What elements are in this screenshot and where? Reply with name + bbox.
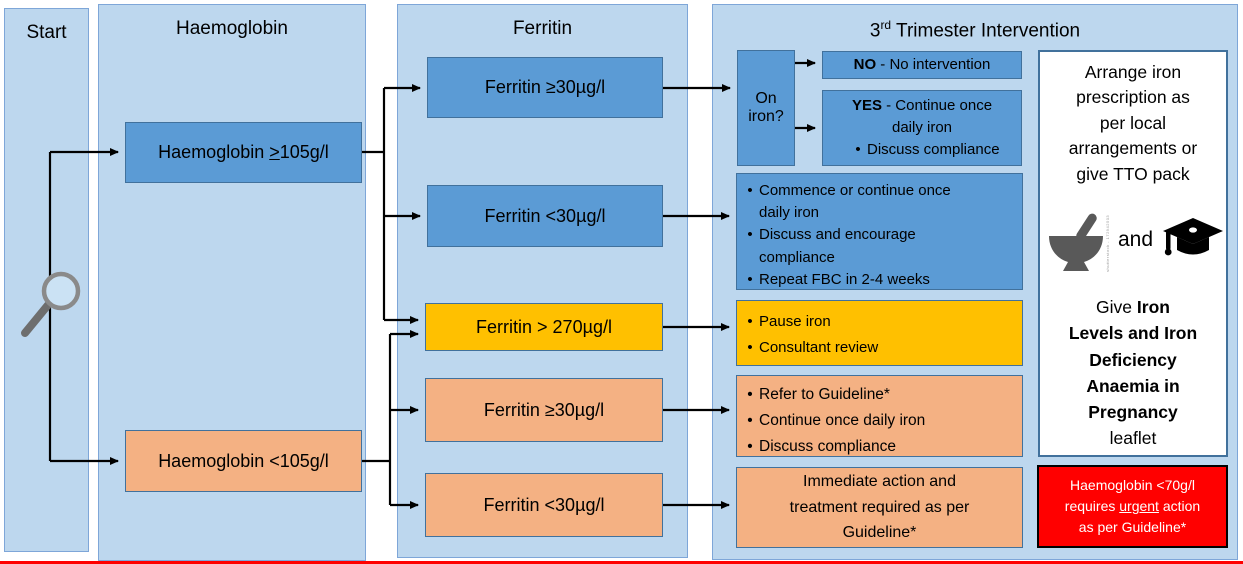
arrange-iron-leaflet-box: Arrange iron prescription as per local a… — [1038, 50, 1228, 457]
ferritin-low-blue-box: Ferritin <30µg/l — [427, 185, 663, 247]
arrange-iron-text: Arrange iron prescription as per local a… — [1068, 62, 1198, 184]
list-item: Discuss compliance — [741, 434, 1014, 460]
ferritin-high-blue-box: Ferritin ≥30µg/l — [427, 57, 663, 118]
leaflet-text: Give Iron Levels and Iron Deficiency Ana… — [1068, 297, 1198, 449]
yes-continue-box: YES - Continue once daily iron Discuss c… — [822, 90, 1022, 166]
haemoglobin-low-box: Haemoglobin <105g/l — [125, 430, 362, 492]
no-intervention-box: NO - No intervention — [822, 51, 1022, 79]
ferritin-panel-title: Ferritin — [512, 18, 573, 39]
commence-iron-box: Commence or continue once daily iron Dis… — [736, 173, 1023, 290]
title-superscript: rd — [880, 18, 892, 32]
refer-guideline-box: Refer to Guideline* Continue once daily … — [736, 375, 1023, 457]
list-item: Refer to Guideline* — [741, 382, 1014, 408]
intervention-panel-title: 3rd Trimester Intervention — [869, 18, 1081, 42]
on-iron-box: On iron? — [737, 50, 795, 166]
and-label: and — [1118, 228, 1154, 251]
ferritin-low-orange-box: Ferritin <30µg/l — [425, 473, 663, 537]
pause-iron-box: Pause iron Consultant review — [736, 300, 1023, 366]
mortar-pestle-icon — [1049, 213, 1103, 271]
watermark-text: shutterstock - 172942503 — [1105, 214, 1110, 272]
graduation-cap-icon — [1163, 218, 1223, 256]
start-panel: Start — [4, 8, 89, 552]
haemoglobin-panel-title: Haemoglobin — [176, 18, 288, 39]
ferritin-high-orange-box: Ferritin ≥30µg/l — [425, 378, 663, 442]
urgent-action-box: Haemoglobin <70g/l requires urgent actio… — [1037, 465, 1228, 548]
immediate-action-box: Immediate action and treatment required … — [736, 467, 1023, 548]
list-item: Pause iron — [741, 309, 1014, 335]
ferritin-overload-box: Ferritin > 270µg/l — [425, 303, 663, 351]
ge-symbol: > — [269, 142, 280, 163]
haemoglobin-high-box: Haemoglobin >105g/l — [125, 122, 362, 183]
list-item: Repeat FBC in 2-4 weeks — [741, 269, 1014, 291]
start-panel-title: Start — [26, 22, 67, 43]
list-item: Consultant review — [741, 335, 1014, 361]
bottom-red-strip — [0, 561, 1243, 564]
list-item: Commence or continue once daily iron — [741, 180, 1014, 224]
list-item: Continue once daily iron — [741, 408, 1014, 434]
list-item: Discuss and encourage compliance — [741, 224, 1014, 268]
